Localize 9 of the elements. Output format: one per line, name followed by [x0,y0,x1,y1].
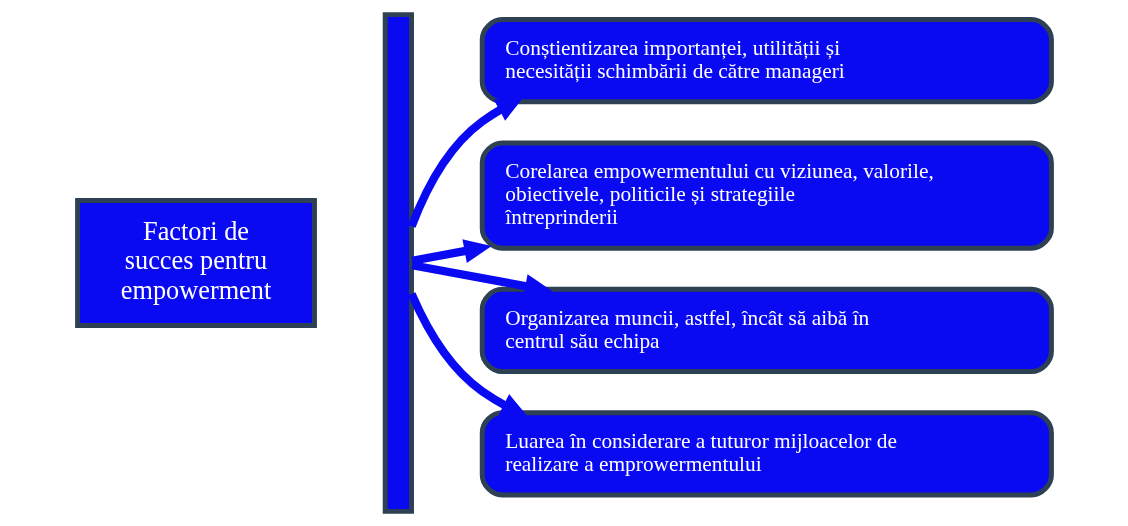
node-box: Conștientizarea importanței, utilității și necesității schimbării de către manageri [479,17,1054,105]
node-box: Luarea în considerare a tuturor mijloacelor de realizare a emprowermentului [479,410,1054,498]
node-box: Corelarea empowermentului cu viziunea, valorile, obiectivele, politicile și strategiile întreprinderii [479,140,1054,251]
node-bar [382,12,414,514]
arrow [410,239,492,265]
arrow [407,97,524,228]
node-box: Organizarea muncii, astfel, încât să aibă în centrul său echipa [479,286,1054,375]
node-box: Factori de succes pentru empowerment [74,198,317,328]
arrow [407,292,528,418]
